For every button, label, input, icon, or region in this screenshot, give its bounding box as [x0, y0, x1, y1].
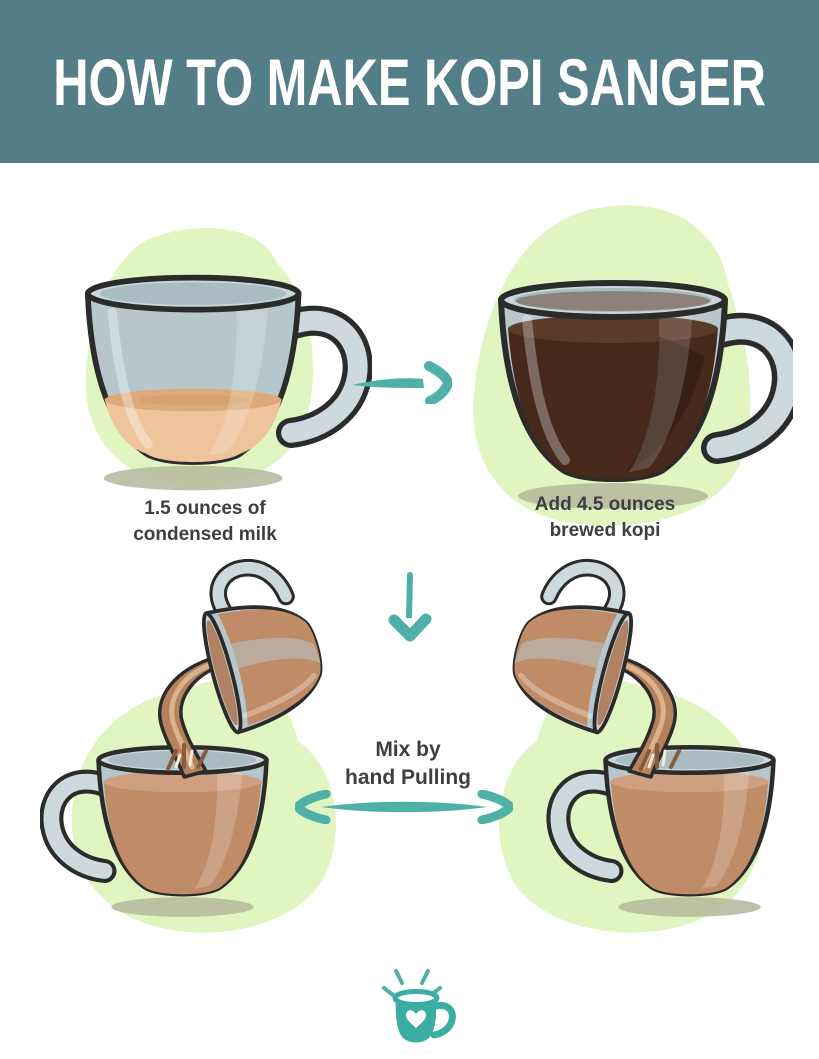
- arrow-double-horizontal-icon: [295, 790, 513, 824]
- caption-line: Add 4.5 ounces: [534, 494, 676, 515]
- glass-reflections: [107, 301, 269, 456]
- header-banner: HOW TO MAKE KOPI SANGER: [0, 0, 819, 163]
- condensed-milk-cup-illustration: [84, 228, 372, 491]
- page-title: HOW TO MAKE KOPI SANGER: [53, 44, 766, 119]
- cup-rim: [498, 280, 728, 320]
- splash: [639, 743, 681, 771]
- mug-with-heart-icon: [382, 969, 456, 1043]
- cup-rim: [84, 274, 302, 313]
- cup-handle: [276, 305, 372, 448]
- splash: [166, 743, 208, 771]
- cup-handle: [546, 769, 624, 883]
- arrow-right-icon: [352, 361, 452, 404]
- brewed-kopi-liquid: [508, 315, 718, 479]
- pour-stream: [158, 655, 226, 779]
- cup-handle: [701, 312, 793, 464]
- step-1-caption: 1.5 ounces of condensed milk: [55, 496, 355, 548]
- steam-rays-icon: [382, 969, 442, 997]
- caption-line: hand Pulling: [345, 766, 471, 789]
- caption-line: condensed milk: [133, 524, 277, 545]
- cup-shadow: [518, 483, 708, 509]
- cup-handle: [40, 769, 117, 883]
- cup-shadow: [103, 465, 283, 491]
- pouring-illustration-right: [498, 559, 776, 933]
- arrow-down-icon: [388, 571, 432, 642]
- caption-line: brewed kopi: [549, 520, 661, 541]
- condensed-milk-liquid: [104, 388, 282, 463]
- caption-line: 1.5 ounces of: [144, 498, 266, 519]
- mix-caption: Mix by hand Pulling: [288, 736, 528, 792]
- glass-reflections: [522, 308, 693, 472]
- tilted-pouring-cup: [512, 559, 634, 735]
- tilted-pouring-cup: [201, 559, 323, 735]
- pouring-illustration-left: [40, 559, 337, 933]
- step-2-caption: Add 4.5 ounces brewed kopi: [455, 492, 755, 544]
- kopi-sanger-liquid: [103, 771, 262, 895]
- heart-icon: [406, 1010, 426, 1028]
- brewed-kopi-cup-illustration: [473, 205, 793, 526]
- mug-body: [392, 989, 456, 1043]
- caption-line: Mix by: [375, 738, 441, 761]
